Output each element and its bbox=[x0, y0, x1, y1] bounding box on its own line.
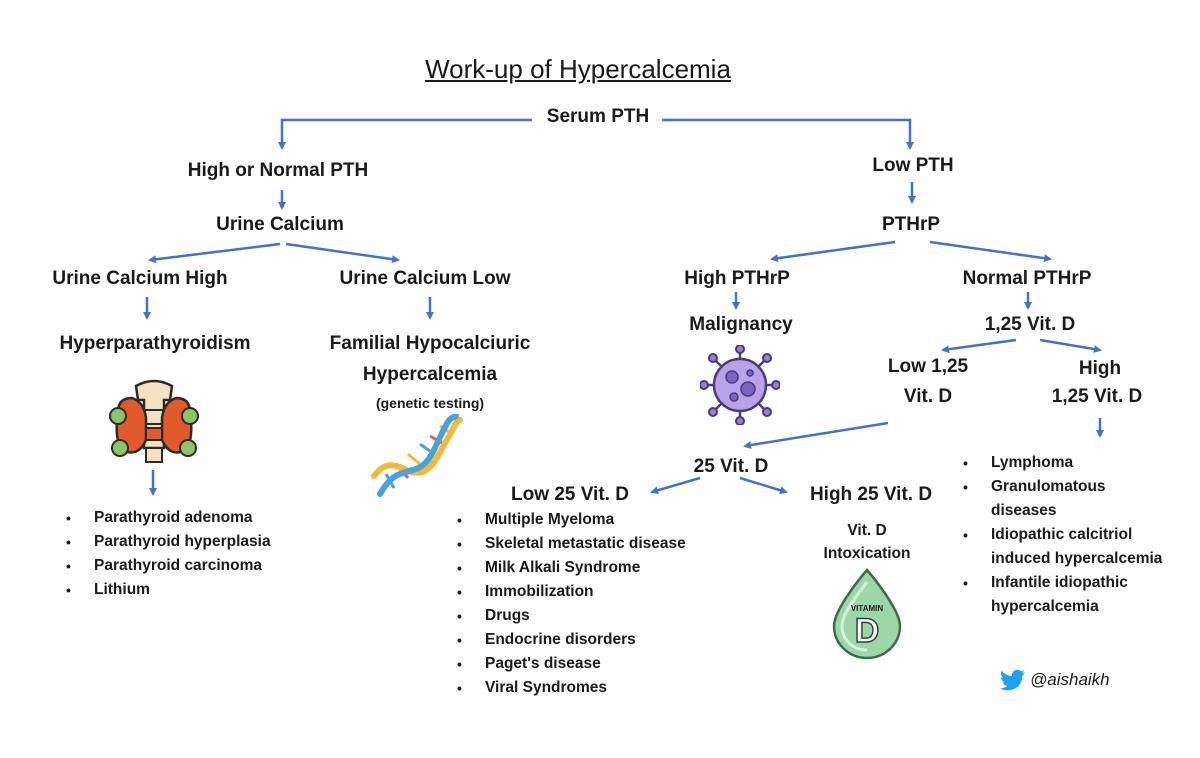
list-item-line: Infantile idiopathic bbox=[991, 574, 1128, 591]
arrow-urine-to-high bbox=[148, 242, 281, 264]
arrow-pthrp-to-high bbox=[770, 240, 896, 263]
arrow-pthrp-to-normal bbox=[929, 240, 1052, 263]
node-fhh-line1: Familial Hypocalciuric bbox=[329, 333, 531, 354]
node-low-125-line1: Low 1,25 bbox=[887, 356, 969, 377]
arrow-125-to-low bbox=[941, 338, 1017, 354]
node-urine-calcium-high: Urine Calcium High bbox=[52, 268, 228, 289]
node-vitd-25: 25 Vit. D bbox=[693, 456, 769, 477]
list-item-line: induced hypercalcemia bbox=[991, 550, 1163, 567]
node-low-125-line2: Vit. D bbox=[903, 386, 953, 407]
branch-line-right bbox=[662, 118, 914, 150]
list-item: Granulomatous diseases bbox=[963, 475, 1162, 523]
branch-line-left bbox=[278, 118, 532, 150]
hyperparathyroidism-causes-list: Parathyroid adenomaParathyroid hyperplas… bbox=[66, 506, 271, 602]
list-item-line: Idiopathic calcitriol bbox=[991, 526, 1133, 543]
list-item: Milk Alkali Syndrome bbox=[457, 556, 686, 580]
list-item: Lymphoma bbox=[963, 451, 1162, 475]
list-item: Parathyroid carcinoma bbox=[66, 554, 271, 578]
node-malignancy: Malignancy bbox=[689, 314, 793, 335]
node-high-125-line2: 1,25 Vit. D bbox=[1051, 386, 1143, 407]
list-item-line: hypercalcemia bbox=[991, 598, 1099, 615]
list-item-line: Granulomatous bbox=[991, 478, 1106, 495]
virus-icon bbox=[700, 345, 780, 425]
node-high-normal-pth: High or Normal PTH bbox=[187, 160, 369, 181]
arrow-low125-to-25 bbox=[743, 421, 889, 449]
node-vitd-125: 1,25 Vit. D bbox=[984, 314, 1076, 335]
list-item: Drugs bbox=[457, 604, 686, 628]
vitamin-letter: D bbox=[854, 611, 880, 651]
vitamin-label: VITAMIN bbox=[850, 604, 884, 613]
node-urine-calcium-low: Urine Calcium Low bbox=[339, 268, 511, 289]
node-normal-pthrp: Normal PTHrP bbox=[962, 268, 1092, 289]
list-item: Idiopathic calcitriol induced hypercalcem… bbox=[963, 523, 1162, 571]
node-genetic-testing: (genetic testing) bbox=[375, 395, 485, 411]
low-25-vit-d-causes-list: Multiple MyelomaSkeletal metastatic dise… bbox=[457, 508, 686, 700]
list-item-line: Lymphoma bbox=[991, 454, 1074, 471]
node-serum-pth: Serum PTH bbox=[546, 106, 650, 127]
list-item: Viral Syndromes bbox=[457, 676, 686, 700]
node-low-pth: Low PTH bbox=[872, 155, 954, 176]
node-high-25: High 25 Vit. D bbox=[809, 484, 933, 505]
node-urine-calcium: Urine Calcium bbox=[216, 214, 344, 235]
list-item: Parathyroid hyperplasia bbox=[66, 530, 271, 554]
list-item: Infantile idiopathic hypercalcemia bbox=[963, 571, 1162, 619]
page-title: Work-up of Hypercalcemia bbox=[425, 54, 731, 84]
list-item: Multiple Myeloma bbox=[457, 508, 686, 532]
list-item: Endocrine disorders bbox=[457, 628, 686, 652]
node-low-25: Low 25 Vit. D bbox=[511, 484, 629, 505]
list-item: Skeletal metastatic disease bbox=[457, 532, 686, 556]
arrow-25-to-high bbox=[739, 476, 788, 495]
list-item: Parathyroid adenoma bbox=[66, 506, 271, 530]
twitter-handle: @aishaikh bbox=[1030, 670, 1110, 689]
dna-icon bbox=[371, 414, 463, 497]
node-high-125-line1: High bbox=[1078, 358, 1122, 379]
vitamin-d-drop-icon: VITAMIN D bbox=[828, 568, 906, 660]
list-item: Immobilization bbox=[457, 580, 686, 604]
list-item-line: diseases bbox=[991, 502, 1057, 519]
node-intox-line2: Intoxication bbox=[823, 545, 911, 562]
arrow-25-to-low bbox=[650, 476, 701, 495]
arrow-urine-to-low bbox=[285, 242, 400, 264]
node-pthrp: PTHrP bbox=[881, 214, 941, 235]
node-fhh-line2: Hypercalcemia bbox=[362, 364, 498, 385]
list-item: Lithium bbox=[66, 578, 271, 602]
list-item: Paget's disease bbox=[457, 652, 686, 676]
arrow-125-to-high bbox=[1039, 338, 1102, 353]
high-125-vit-d-causes-list: LymphomaGranulomatous diseasesIdiopathic … bbox=[963, 451, 1162, 619]
node-hyperparathyroidism: Hyperparathyroidism bbox=[59, 333, 251, 354]
node-high-pthrp: High PTHrP bbox=[684, 268, 790, 289]
node-intox-line1: Vit. D bbox=[847, 522, 887, 539]
twitter-bird-icon bbox=[1000, 669, 1025, 691]
thyroid-icon bbox=[109, 379, 199, 463]
